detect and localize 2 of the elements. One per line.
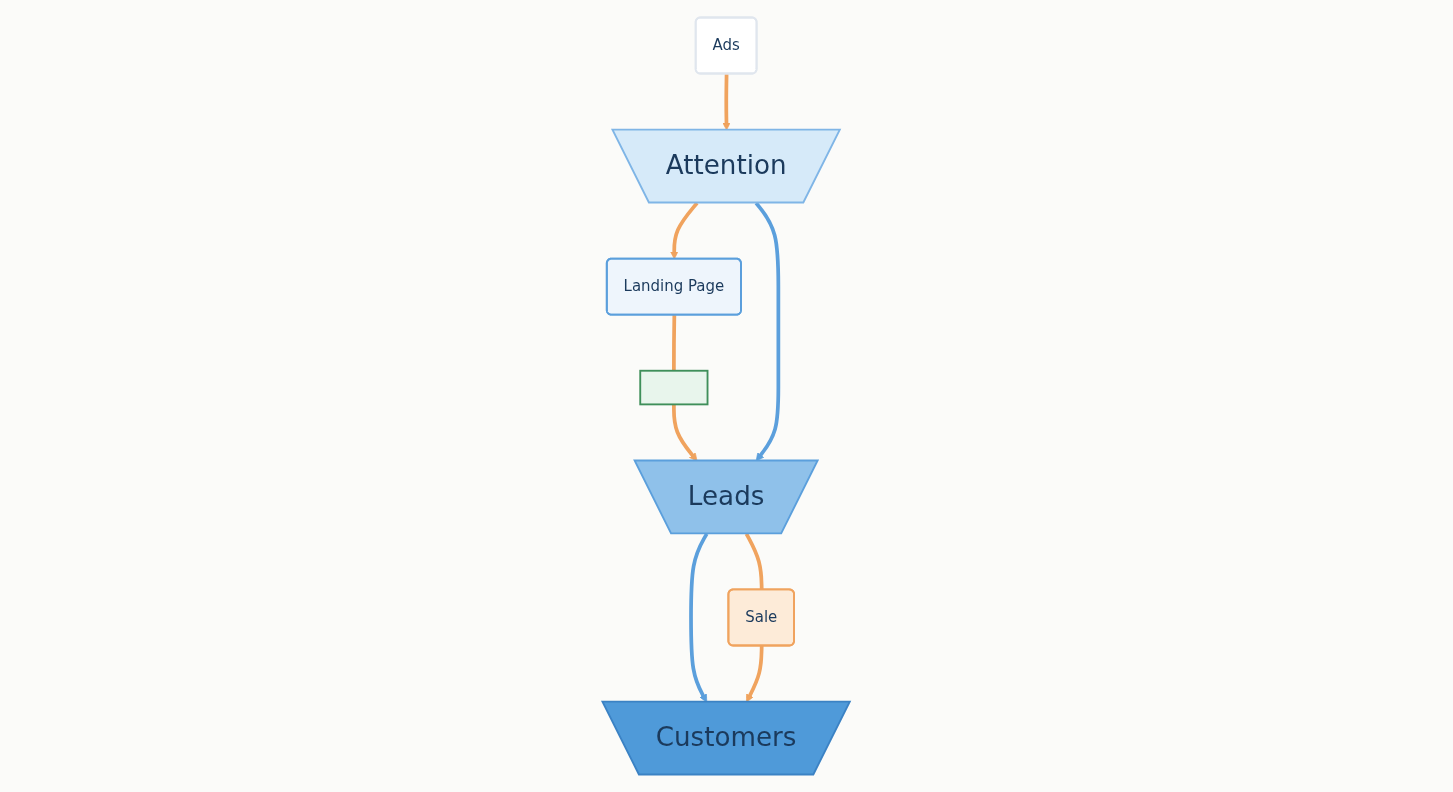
connector [672,315,677,371]
node-box [639,369,709,406]
